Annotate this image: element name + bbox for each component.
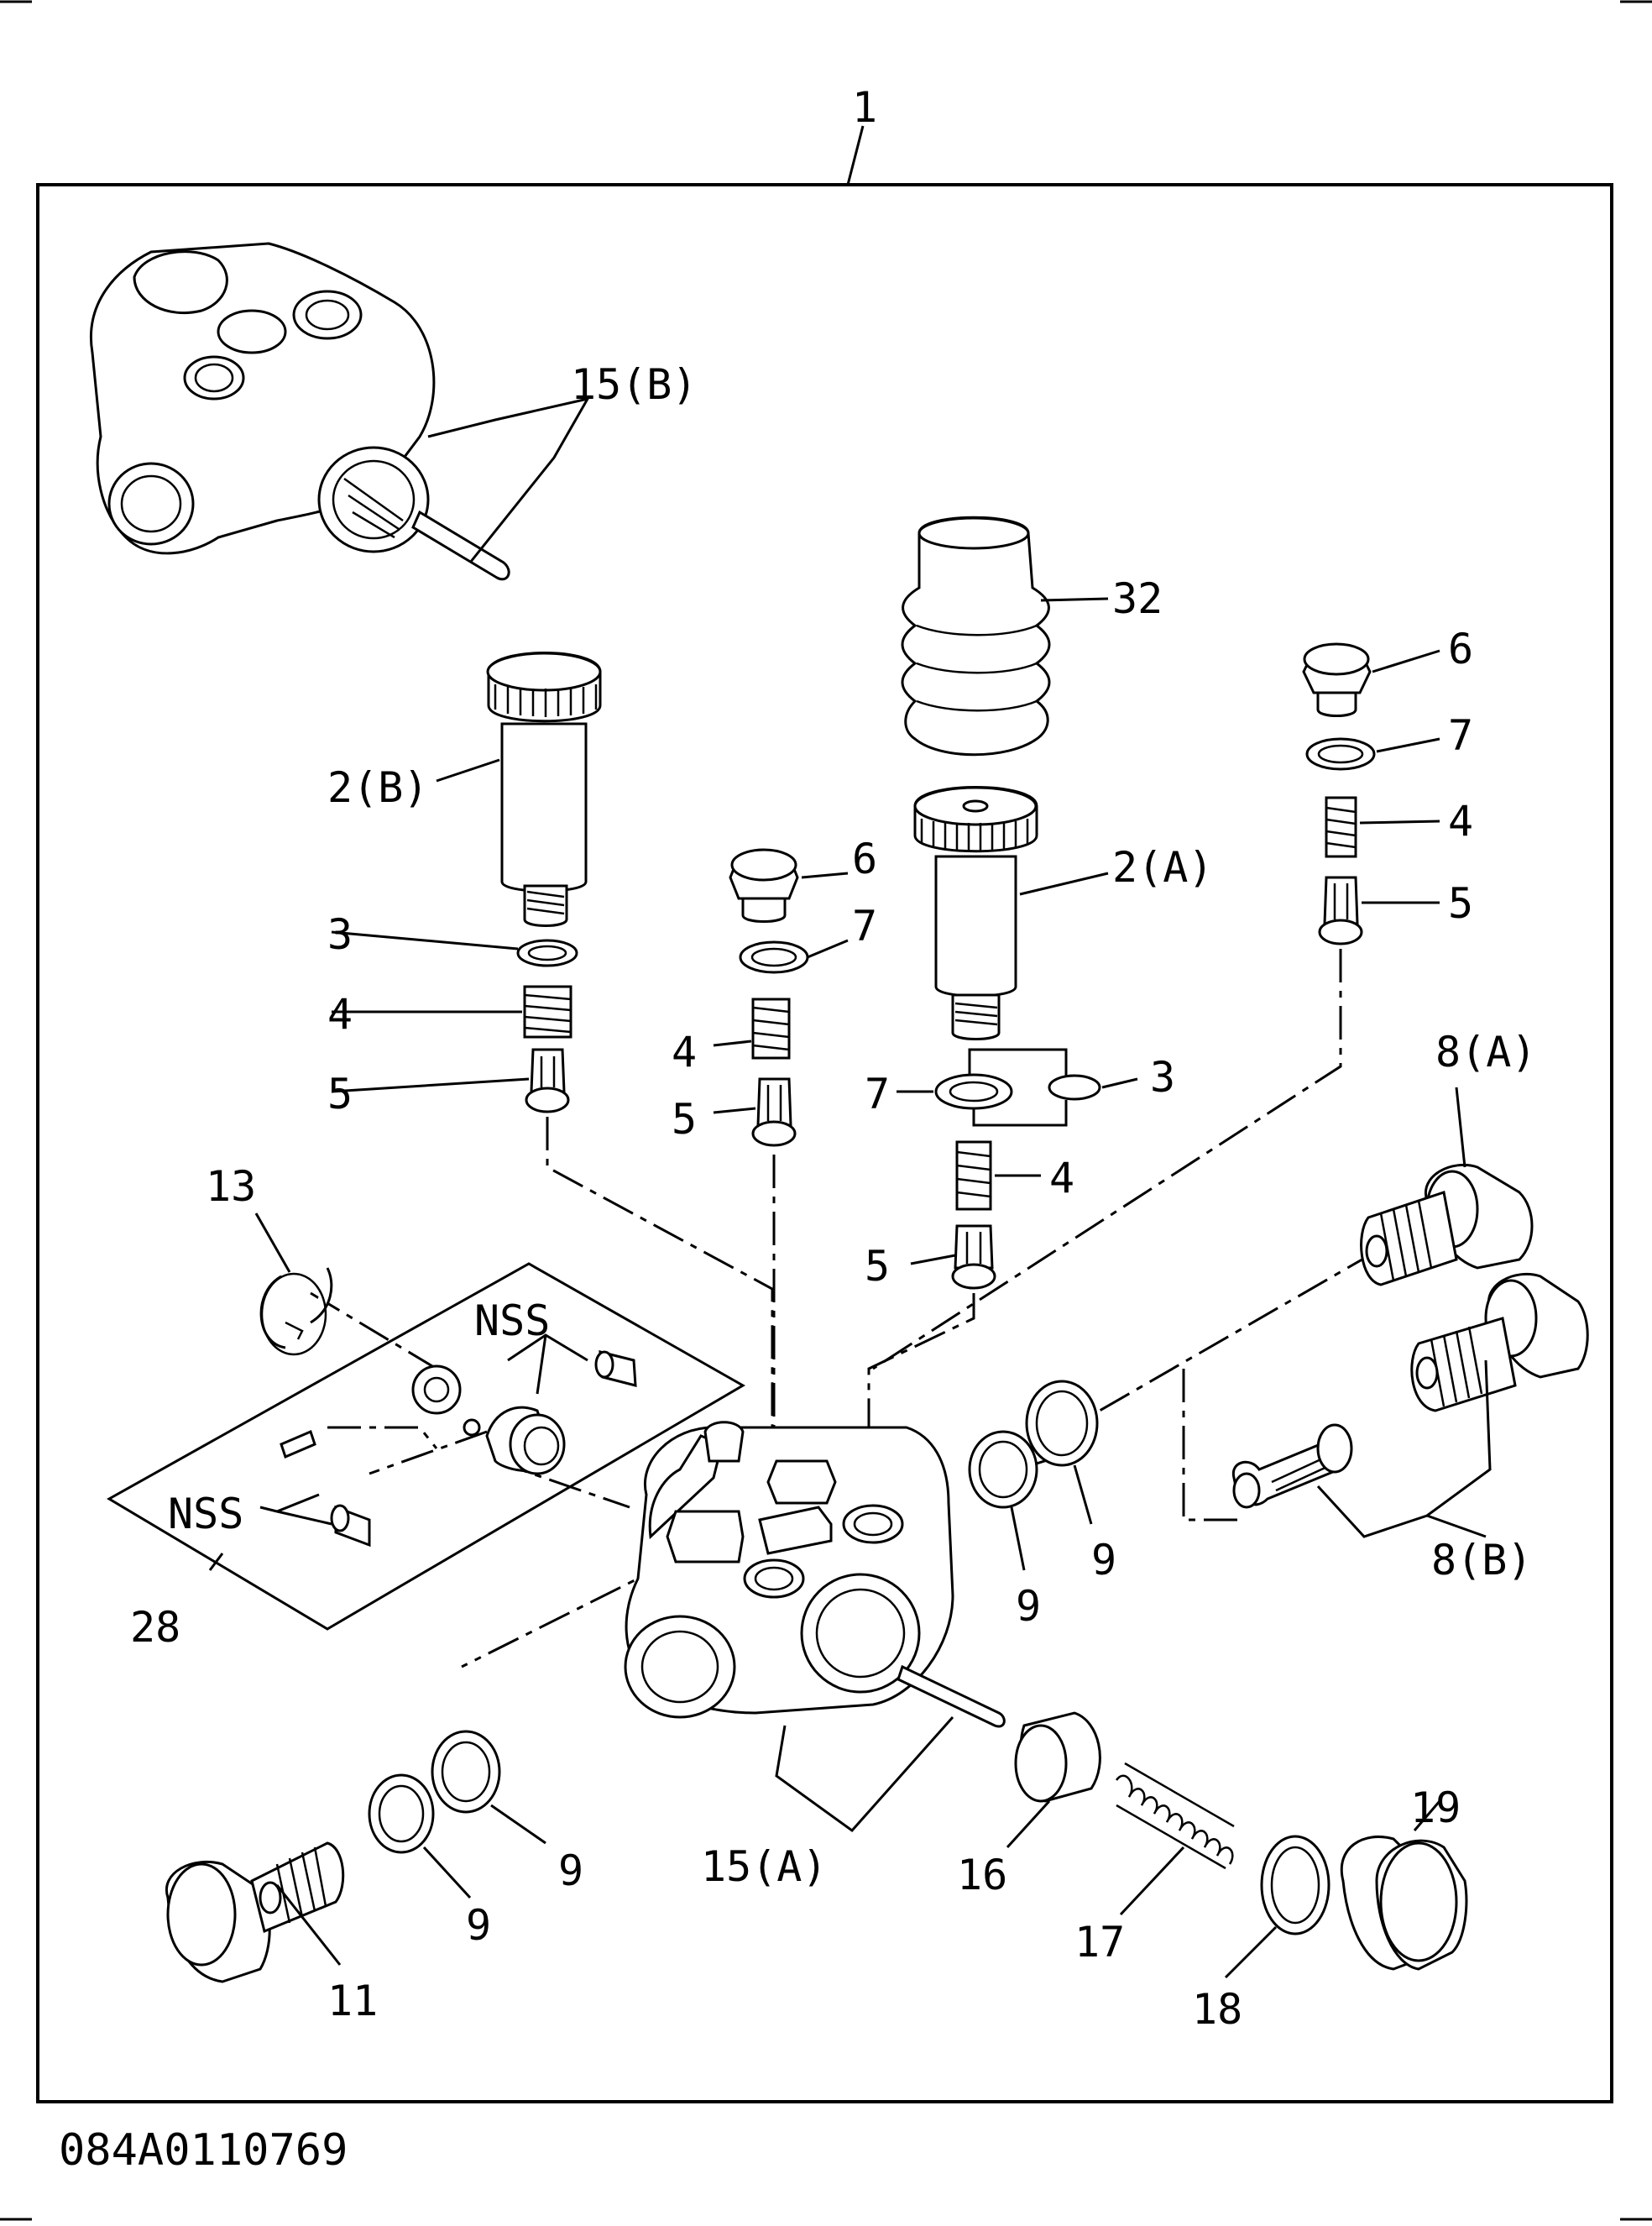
leader-6-right <box>1372 649 1440 673</box>
banjo-bolt-11 <box>165 1841 345 1983</box>
leader-5-left <box>331 1077 530 1093</box>
leader-28 <box>208 1553 224 1571</box>
callout-28: 28 <box>130 1603 180 1652</box>
leader-9-b <box>1010 1506 1026 1571</box>
leader-9-c <box>490 1804 546 1845</box>
callout-8a: 8(A) <box>1435 1028 1536 1076</box>
callout-11: 11 <box>327 1977 378 2025</box>
leader-9-d <box>422 1846 472 1899</box>
callout-2a: 2(A) <box>1112 843 1213 892</box>
callout-8b: 8(B) <box>1431 1536 1532 1584</box>
callout-9-b: 9 <box>1016 1582 1041 1631</box>
leader-5-centre <box>910 1254 956 1265</box>
callout-13: 13 <box>206 1162 256 1211</box>
callout-15b: 15(B) <box>571 360 698 409</box>
callout-1: 1 <box>852 83 877 132</box>
leader-18 <box>1224 1925 1278 1979</box>
callout-4-mid: 4 <box>672 1028 697 1076</box>
leader-17 <box>1119 1846 1185 1916</box>
leader-32 <box>1040 597 1109 602</box>
snap-ring-13 <box>259 1267 333 1356</box>
leader-4-mid <box>713 1040 752 1047</box>
callout-16: 16 <box>957 1851 1007 1899</box>
washers-9 <box>368 1380 1099 1854</box>
leader-3-centre <box>1101 1077 1138 1089</box>
leader-2b <box>436 758 500 783</box>
leader-16 <box>1006 1799 1051 1849</box>
callout-18: 18 <box>1192 1985 1242 2034</box>
callout-32: 32 <box>1112 574 1163 623</box>
leader-5-mid <box>713 1107 756 1114</box>
callout-9-a: 9 <box>1091 1536 1116 1584</box>
leader-3-left <box>331 930 519 951</box>
leader-15a <box>775 1716 954 1833</box>
leader-2a <box>1019 872 1109 896</box>
leader-7-mid <box>807 939 849 959</box>
leader-7-right <box>1376 737 1440 753</box>
housing-15a <box>624 1421 1006 1728</box>
callout-3-left: 3 <box>327 910 353 959</box>
bolts-8a-8b <box>1231 1163 1589 1509</box>
spring-17 <box>1115 1762 1235 1870</box>
right-valve-parts <box>1302 642 1376 945</box>
callout-4-centre: 4 <box>1049 1154 1074 1202</box>
plug-19 <box>1340 1835 1468 1971</box>
left-valve-parts <box>516 939 578 1113</box>
callout-9-c: 9 <box>558 1846 583 1895</box>
leader-8b <box>1316 1359 1492 1538</box>
boot-32 <box>901 516 1051 757</box>
leader-4-right <box>1359 820 1440 825</box>
callout-4-right: 4 <box>1448 797 1473 846</box>
callout-5-right: 5 <box>1448 879 1473 928</box>
callout-nss-lower: NSS <box>168 1490 243 1538</box>
centre-valve-parts <box>934 1048 1101 1290</box>
callout-2b: 2(B) <box>327 763 428 812</box>
callout-5-mid: 5 <box>672 1095 697 1144</box>
callout-17: 17 <box>1074 1918 1125 1967</box>
middle-valve-parts <box>729 848 809 1147</box>
kit-28 <box>107 1262 746 1631</box>
callout-5-centre: 5 <box>865 1242 890 1291</box>
sleeve-16 <box>1014 1711 1101 1803</box>
priming-pump-2a <box>913 786 1038 1040</box>
callout-3-centre: 3 <box>1150 1053 1175 1102</box>
leader-6-mid <box>801 872 849 879</box>
callout-nss-upper: NSS <box>474 1296 550 1345</box>
callout-15a: 15(A) <box>701 1842 828 1891</box>
leader-19 <box>1413 1800 1441 1831</box>
figure-reference-code: 084A0110769 <box>59 2125 348 2176</box>
washer-18 <box>1260 1835 1330 1935</box>
callout-5-left: 5 <box>327 1070 353 1118</box>
leader-15b <box>427 396 590 563</box>
callout-labels: 1 15(B) 32 6 7 4 5 2(B) 3 4 5 6 7 4 5 2(… <box>130 83 1536 2034</box>
assembly-frame <box>36 183 1613 2103</box>
leader-11 <box>275 1884 342 1966</box>
callout-9-d: 9 <box>466 1901 491 1950</box>
callout-7-mid: 7 <box>852 902 877 951</box>
leader-13 <box>254 1213 291 1273</box>
leader-8a <box>1455 1087 1466 1168</box>
priming-pump-2b <box>486 652 602 927</box>
callout-4-left: 4 <box>327 990 353 1039</box>
leader-9-a <box>1073 1464 1093 1525</box>
callout-6-right: 6 <box>1448 625 1473 673</box>
callout-6-mid: 6 <box>852 835 877 883</box>
callout-7-centre: 7 <box>865 1070 890 1118</box>
callout-19: 19 <box>1410 1783 1461 1832</box>
callout-7-right: 7 <box>1448 711 1473 760</box>
housing-15b <box>90 242 510 581</box>
leader-1 <box>846 125 865 186</box>
